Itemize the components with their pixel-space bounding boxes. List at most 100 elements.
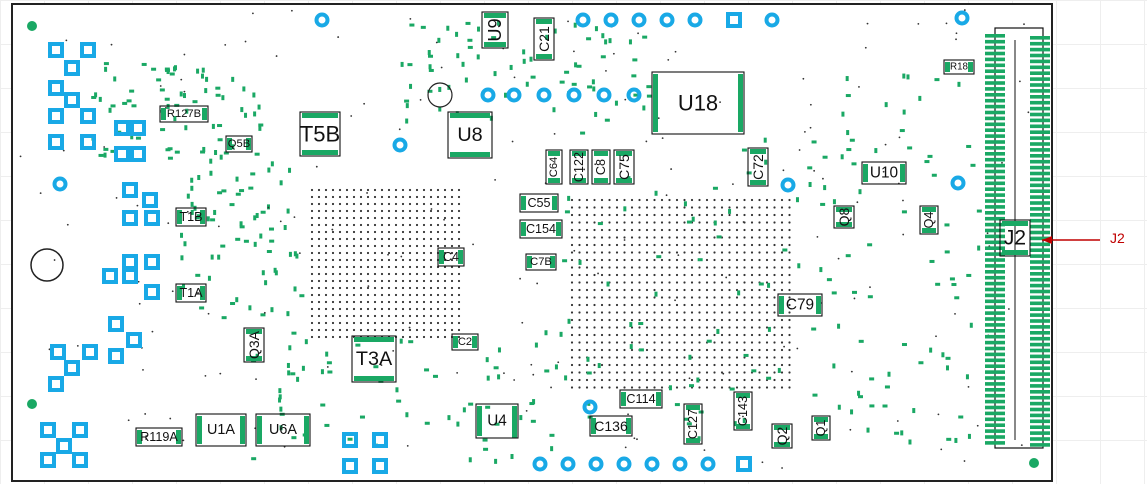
- bga-via: [345, 293, 349, 297]
- bga-via: [638, 311, 641, 314]
- bga-via: [359, 251, 363, 255]
- bga-via: [387, 251, 391, 255]
- bga-via: [735, 318, 739, 322]
- bga-via: [788, 281, 791, 284]
- part-outline-c154: [519, 219, 563, 239]
- j2-pad: [985, 81, 1005, 85]
- through-hole-pad: [80, 108, 96, 124]
- smd-pad: [190, 185, 194, 191]
- bga-via: [758, 198, 761, 202]
- smd-pad: [278, 388, 282, 394]
- bga-via: [615, 341, 619, 344]
- bga-via: [570, 258, 574, 262]
- bga-via: [780, 266, 784, 269]
- bga-via: [780, 378, 784, 382]
- j2-pad: [985, 152, 1005, 156]
- via-dot: [380, 364, 383, 366]
- smd-pad: [131, 104, 137, 108]
- bga-via: [422, 244, 426, 248]
- bga-via: [578, 363, 581, 367]
- bga-via: [345, 244, 349, 248]
- bga-via: [743, 363, 746, 367]
- part-outline-u8: [447, 111, 493, 159]
- bga-via: [578, 371, 581, 374]
- smd-pad: [210, 218, 216, 222]
- bga-via: [675, 236, 679, 239]
- bga-via: [373, 223, 377, 227]
- smd-pad: [846, 148, 852, 152]
- bga-via: [773, 356, 776, 359]
- bga-via: [713, 386, 716, 389]
- bga-via: [366, 216, 370, 220]
- via-dot: [219, 372, 222, 375]
- via-dot: [665, 194, 668, 197]
- bga-via: [645, 326, 649, 329]
- part-pad: [536, 54, 552, 59]
- smd-pad: [497, 374, 501, 380]
- bga-via: [570, 228, 574, 232]
- bga-via: [743, 386, 746, 389]
- smd-pad: [287, 370, 291, 376]
- bga-via: [578, 243, 581, 247]
- bga-via: [705, 198, 709, 202]
- j2-pad: [985, 51, 1005, 56]
- via-dot: [224, 43, 227, 46]
- bga-via: [758, 251, 761, 254]
- part-pad: [968, 62, 973, 72]
- via-dot: [809, 103, 812, 106]
- bga-via: [387, 279, 391, 283]
- bga-via: [593, 333, 596, 337]
- bga-via: [593, 251, 596, 254]
- bga-via: [683, 266, 686, 269]
- bga-via: [660, 221, 664, 224]
- bga-via: [735, 341, 739, 344]
- smd-pad: [259, 233, 263, 239]
- via-dot: [337, 36, 340, 38]
- bga-via: [310, 216, 314, 220]
- bga-via: [317, 216, 321, 220]
- j2-edge-connector[interactable]: [985, 27, 1050, 449]
- part-pad: [750, 149, 766, 154]
- through-hole-pad: [764, 12, 780, 28]
- bga-via: [352, 202, 356, 206]
- bga-via: [338, 321, 342, 325]
- smd-pad: [274, 270, 278, 276]
- bga-via: [765, 258, 769, 262]
- bga-via: [422, 258, 426, 262]
- j2-pad: [985, 411, 1005, 416]
- bga-via: [422, 300, 426, 304]
- via-dot: [48, 348, 51, 351]
- smd-pad: [201, 67, 205, 73]
- bga-via: [338, 335, 342, 339]
- smd-pad: [729, 387, 735, 391]
- bga-via: [623, 273, 626, 277]
- via-dot: [290, 9, 293, 12]
- smd-pad: [567, 195, 571, 201]
- bga-via: [728, 288, 731, 292]
- smd-pad: [837, 323, 841, 329]
- bga-via: [720, 251, 724, 254]
- bga-via: [429, 209, 433, 213]
- through-hole-pad: [142, 192, 158, 208]
- bga-via: [683, 213, 686, 217]
- via-dot: [138, 302, 141, 305]
- smd-pad: [428, 68, 434, 72]
- bga-via: [660, 288, 664, 292]
- part-pad: [450, 113, 490, 118]
- bga-via: [570, 198, 574, 202]
- bga-via: [653, 371, 656, 374]
- smd-pad: [196, 214, 202, 218]
- smd-pad: [424, 421, 430, 425]
- smd-pad: [206, 216, 210, 222]
- bga-via: [387, 314, 391, 318]
- bga-via: [600, 303, 604, 307]
- bga-via: [675, 221, 679, 224]
- bga-via: [366, 286, 370, 290]
- bga-via: [338, 307, 342, 311]
- part-pad: [626, 418, 631, 434]
- bga-via: [668, 221, 671, 224]
- j2-pad: [1030, 106, 1050, 111]
- part-pad: [552, 196, 557, 210]
- smd-pad: [269, 239, 275, 243]
